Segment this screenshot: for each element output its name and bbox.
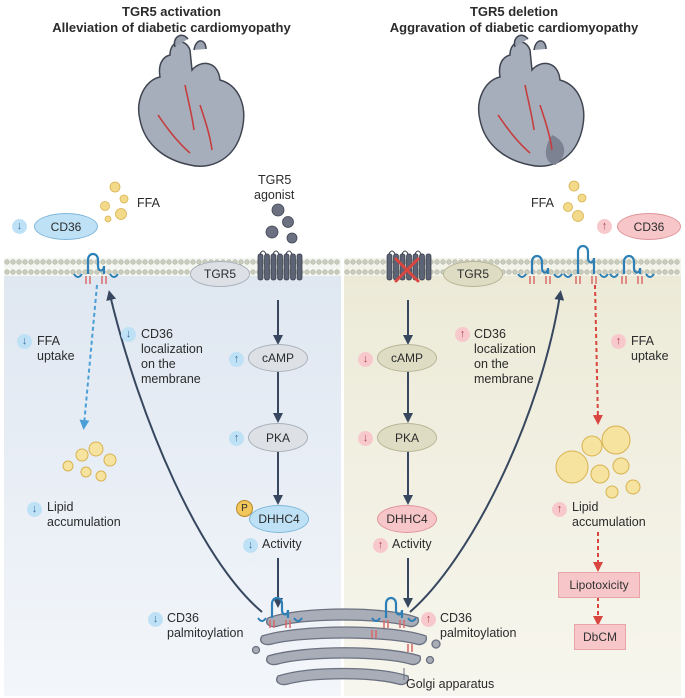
left-title-line2: Alleviation of diabetic cardiomyopathy [52,20,291,35]
lipotoxicity-box: Lipotoxicity [558,572,640,598]
activity-right: Activity [392,537,432,551]
up-arrow-icon: ↑ [611,334,626,349]
up-arrow-icon: ↑ [373,538,388,553]
heart-right-icon [478,34,585,167]
down-arrow-icon: ↓ [27,502,42,517]
right-title-line1: TGR5 deletion [469,4,559,19]
ffa-uptake-left-line2: uptake [37,349,75,363]
ffa-label-right: FFA [531,196,554,210]
down-arrow-icon: ↓ [243,538,258,553]
ffa-uptake-right-line2: uptake [631,349,669,363]
pka-pill-left: PKA [248,423,308,452]
cd36-loc-right-line3: on the [474,357,509,371]
camp-pill-left: cAMP [248,344,308,372]
lipid-right-line2: accumulation [572,515,646,529]
tgr5-receptor-left [257,250,303,281]
dashed-ffa-uptake-left [79,284,98,430]
dhhc4-pill-right: DHHC4 [377,505,437,533]
ffa-label-left: FFA [137,196,160,210]
cd36-loc-left-line3: on the [141,357,176,371]
lipid-droplets-left [62,441,117,482]
camp-pill-right: cAMP [377,344,437,372]
lipid-left-line2: accumulation [47,515,121,529]
down-arrow-icon: ↓ [358,352,373,367]
down-arrow-icon: ↓ [17,334,32,349]
dhhc4-pill-left: DHHC4 [249,505,309,533]
tgr5-receptor-right [386,250,432,281]
cd36-loc-left-line4: membrane [141,372,201,386]
palm-right-line1: CD36 [440,611,472,625]
cd36-pill-right: CD36 [617,213,681,240]
dbcm-box: DbCM [574,624,626,650]
down-arrow-icon: ↓ [148,612,163,627]
agonist-label-line2: agonist [254,188,295,202]
cd36-pill-left: CD36 [34,213,98,240]
golgi-apparatus-icon [251,608,441,686]
receptor-deleted-cross-icon [394,257,420,283]
arrow-palm-to-membrane-right [409,290,565,613]
phospho-badge: P [236,500,253,517]
left-title-line1: TGR5 activation [122,4,221,19]
cd36-membrane-left [73,252,119,284]
left-title: TGR5 activation Alleviation of diabetic … [0,4,343,36]
palmitoyl-anchors-golgi [371,630,413,652]
down-arrow-icon: ↓ [12,219,27,234]
down-arrow-icon: ↓ [121,327,136,342]
palm-left-line2: palmitoylation [167,626,244,640]
palm-right-line2: palmitoylation [440,626,517,640]
up-arrow-icon: ↑ [229,431,244,446]
lipid-droplets-right [555,425,641,499]
up-arrow-icon: ↑ [421,612,436,627]
golgi-label: Golgi apparatus [406,677,495,691]
cd36-golgi-right [371,596,417,628]
cd36-loc-left-line2: localization [141,342,203,356]
cd36-loc-right-line1: CD36 [474,327,506,341]
pka-pill-right: PKA [377,423,437,452]
palm-left-line1: CD36 [167,611,199,625]
down-arrow-icon: ↓ [358,431,373,446]
up-arrow-icon: ↑ [455,327,470,342]
tgr5-agonist-molecules [265,203,298,244]
up-arrow-icon: ↑ [597,219,612,234]
ffa-droplets-left [100,181,129,223]
tgr5-pill-left: TGR5 [190,261,250,287]
activity-left: Activity [262,537,302,551]
right-title-line2: Aggravation of diabetic cardiomyopathy [389,20,639,35]
up-arrow-icon: ↑ [552,502,567,517]
arrow-palm-to-membrane-left [106,290,263,613]
up-arrow-icon: ↑ [229,352,244,367]
dashed-ffa-uptake-right [592,284,603,425]
ffa-droplets-right [563,180,587,222]
heart-left-icon [138,34,245,167]
lipid-right-line1: Lipid [572,500,599,514]
tgr5-pill-right: TGR5 [443,261,503,287]
agonist-label-line1: TGR5 [258,173,292,187]
ffa-uptake-left-line1: FFA [37,334,60,348]
cd36-golgi-left [257,596,303,628]
right-title: TGR5 deletion Aggravation of diabetic ca… [343,4,685,36]
ffa-uptake-right-line1: FFA [631,334,654,348]
lipid-left-line1: Lipid [47,500,74,514]
cd36-loc-left-line1: CD36 [141,327,173,341]
cd36-loc-right-line4: membrane [474,372,534,386]
cd36-loc-right-line2: localization [474,342,536,356]
cd36-membrane-right [517,244,655,284]
